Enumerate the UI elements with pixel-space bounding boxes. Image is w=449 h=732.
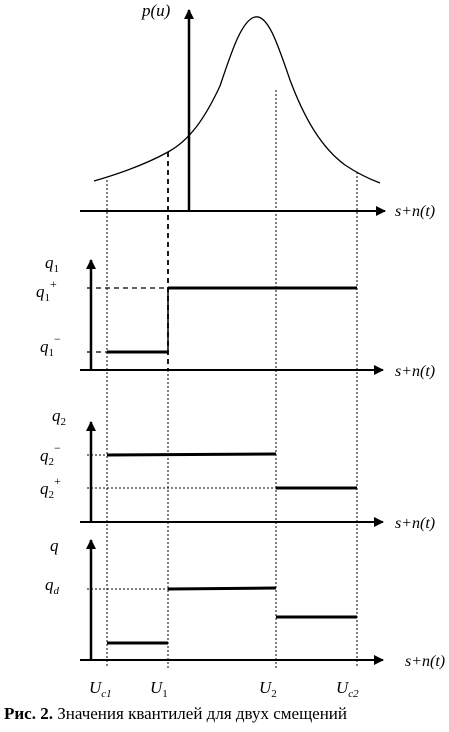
q1-plus-label: q1+ [36,277,57,304]
q2-plus-label: q2+ [40,474,61,501]
panel1-label: q1 [45,253,59,275]
qd-label: qd [45,575,60,597]
tick-u1: U1 [150,678,168,700]
q-step-2 [167,586,277,591]
figure-caption: Рис. 2. Значения квантилей для двух смещ… [4,704,449,724]
tick-uc1: Uc1 [89,678,112,700]
density-curve [93,16,381,184]
tick-uc2: Uc2 [336,678,359,700]
caption-text: Значения квантилей для двух смещений [57,704,348,723]
panel3-label: q [50,536,59,555]
q2-minus-label: q2− [40,441,61,468]
caption-prefix: Рис. 2. [4,704,53,723]
panel3-axis-label: s+n(t) [405,653,445,670]
density-label: p(u) [141,1,171,20]
tick-u2: U2 [259,678,277,700]
q2-minus-step [106,452,277,457]
panel2-axis-label: s+n(t) [395,515,435,532]
panel1-axis-label: s+n(t) [395,363,435,380]
panel2-label: q2 [52,406,66,428]
q1-minus-label: q1− [40,332,61,359]
top-axis-label: s+n(t) [395,203,435,220]
